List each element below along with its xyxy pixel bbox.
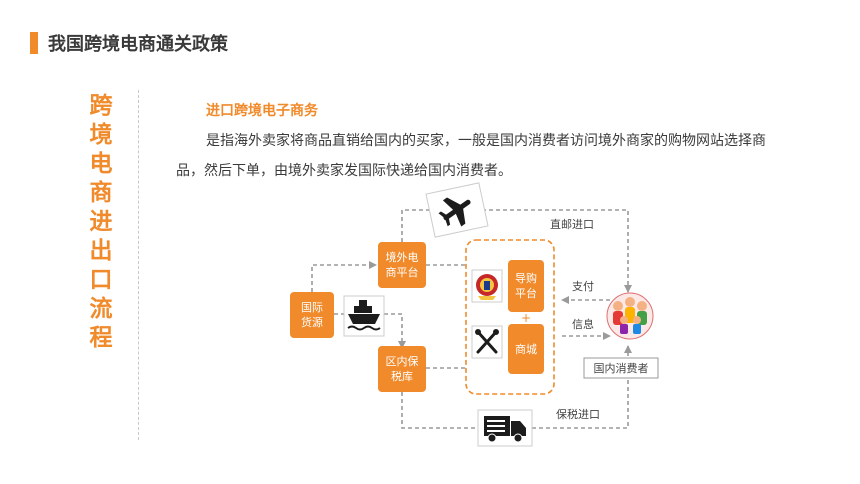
node-mall: [508, 324, 544, 374]
node-label-line: 国际: [301, 301, 323, 314]
node-label-line: 税库: [391, 369, 413, 383]
vertical-title-char: 口: [89, 267, 113, 293]
node-international-source: [290, 292, 334, 338]
section-paragraph: 是指海外卖家将商品直销给国内的买家，一般是国内消费者访问境外商家的购物网站选择商…: [176, 133, 766, 179]
consumers-icon: [606, 292, 654, 340]
node-bonded-warehouse: [378, 346, 426, 392]
page-title: 我国跨境电商通关政策: [48, 34, 228, 55]
node-overseas-platform: [378, 242, 426, 288]
connector-source-platform: [311, 261, 377, 292]
node-label-line: 平台: [515, 286, 537, 300]
truck-icon: [477, 409, 533, 447]
node-label-line: 区内保: [386, 354, 419, 368]
connector-bottom-left: [401, 392, 478, 429]
customs-emblem-icon: [471, 269, 503, 303]
label-info: 信息: [572, 317, 594, 331]
vertical-title-char: 进: [89, 209, 113, 235]
node-label-line: 境外电: [386, 250, 419, 264]
section-subtitle: 进口跨境电子商务: [206, 103, 318, 119]
vertical-section-title: 跨 境 电 商 进 出 口 流 程: [86, 92, 116, 353]
label-direct-mail-import: 直邮进口: [550, 217, 594, 231]
vertical-title-char: 程: [89, 325, 113, 351]
tools-icon: [471, 325, 503, 359]
label-bonded-import: 保税进口: [556, 407, 600, 421]
vertical-title-char: 境: [89, 122, 113, 148]
label-payment: 支付: [572, 280, 594, 293]
node-label-line: 商城: [515, 342, 537, 356]
vertical-title-char: 出: [89, 238, 113, 264]
node-label-line: 导购: [515, 271, 537, 285]
vertical-title-char: 电: [89, 151, 113, 177]
platform-group-container: [465, 239, 555, 395]
node-shopping-guide: [508, 260, 544, 312]
connector-top-left: [401, 209, 438, 242]
node-label-line: 货源: [301, 315, 323, 329]
flow-connectors: [311, 209, 632, 429]
node-label-line: 商平台: [386, 265, 419, 279]
connector-ship-warehouse: [384, 313, 406, 349]
vertical-title-char: 商: [89, 180, 113, 206]
airplane-icon: [425, 182, 489, 238]
ship-icon: [343, 295, 385, 337]
label-domestic-consumer: 国内消费者: [594, 361, 649, 375]
vertical-title-char: 跨: [89, 93, 113, 119]
header-accent-bar: [30, 32, 38, 54]
plus-sign: +: [521, 311, 531, 325]
vertical-title-char: 流: [89, 296, 113, 322]
vertical-divider: [138, 90, 139, 440]
consumer-label-box: [583, 357, 659, 379]
